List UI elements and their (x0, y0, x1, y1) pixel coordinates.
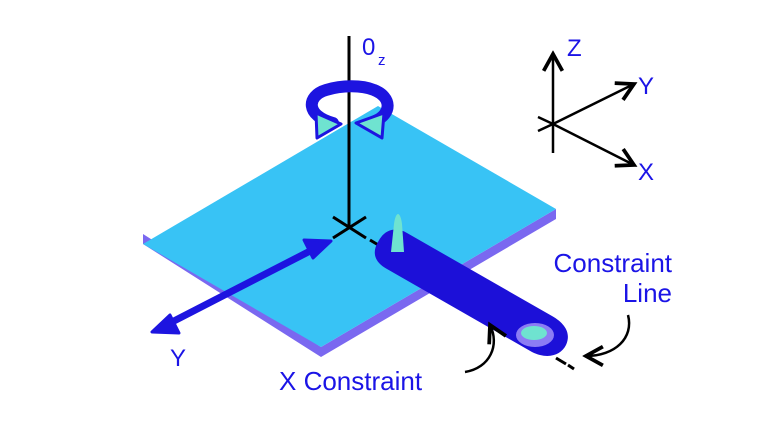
constrained-part (374, 214, 568, 356)
triad-y-label: Y (638, 73, 654, 100)
part-hole (521, 326, 547, 340)
triad-z-label: Z (567, 35, 582, 62)
x-constraint-label: X Constraint (279, 366, 423, 396)
rotation-axis-label: 0 (362, 34, 375, 61)
leader-arrows (464, 314, 631, 374)
constraint-line-leader (586, 314, 631, 356)
rotation-arrowhead-left (314, 111, 343, 140)
part-body (374, 229, 568, 356)
triad-x-label: X (638, 159, 654, 186)
y-translation-arrow (150, 238, 333, 335)
y-arrowhead-bottom (150, 313, 181, 335)
translation-y-label: Y (170, 345, 186, 372)
origin-cross (332, 215, 367, 240)
x-constraint-leader (464, 325, 494, 374)
part-pin (391, 214, 404, 252)
constraint-line-label-line1: Constraint (554, 248, 673, 278)
constraint-line-label-line2: Line (623, 278, 672, 308)
axis-triad-icon (537, 54, 634, 165)
rotation-arrow-icon (305, 80, 394, 140)
rotation-axis-subscript: z (378, 52, 386, 69)
rotation-arrowhead-right (354, 111, 386, 140)
y-arrowhead-top (302, 238, 333, 260)
